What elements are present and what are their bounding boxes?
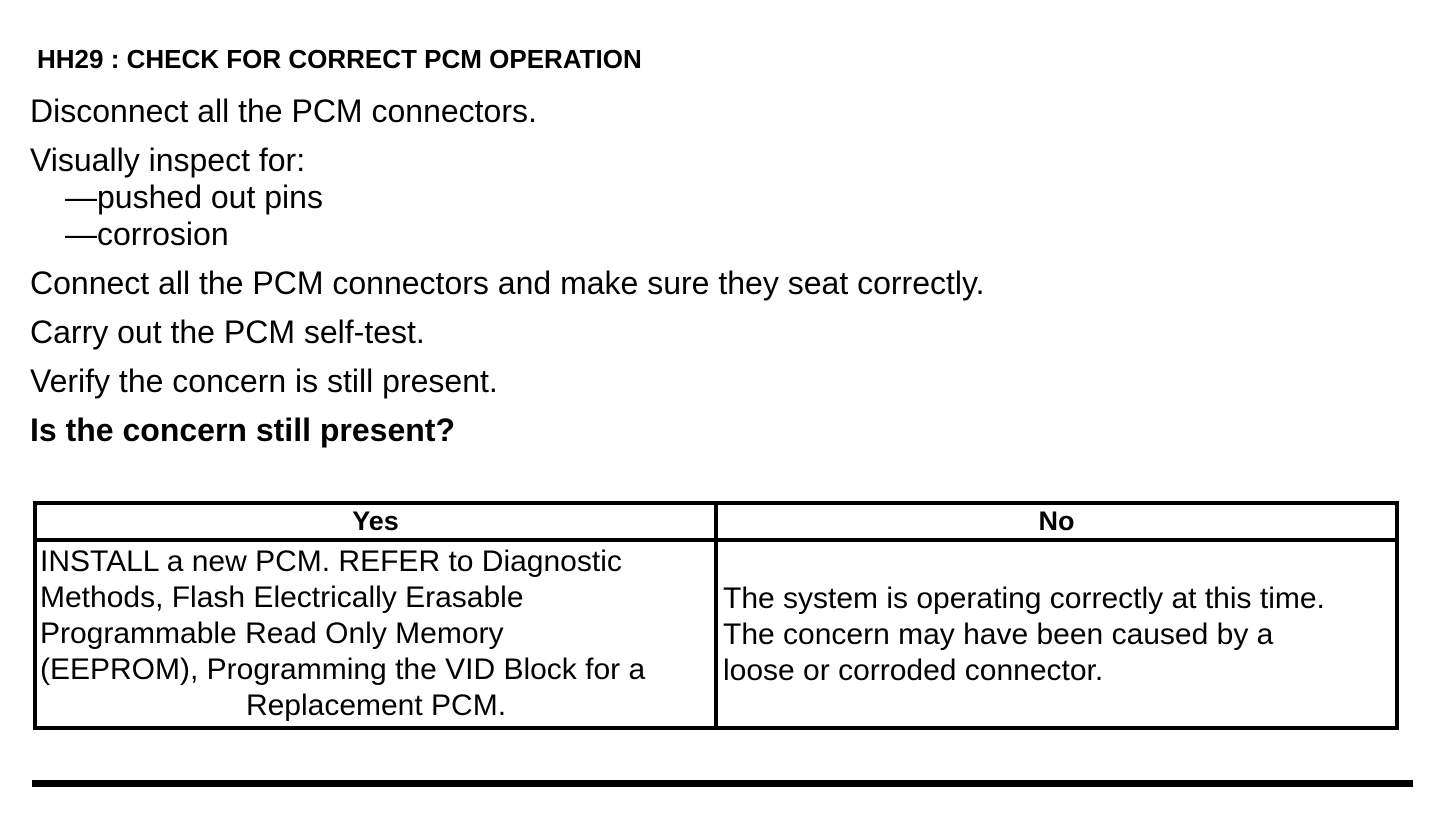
no-action-cell: The system is operating correctly at thi…	[714, 538, 1399, 730]
text-line: INSTALL a new PCM. REFER to Diagnostic	[40, 545, 622, 578]
decision-question: Is the concern still present?	[30, 412, 455, 448]
page-divider-rule	[32, 780, 1413, 787]
text-line: Methods, Flash Electrically Erasable	[40, 581, 524, 614]
table-header-row: Yes No	[33, 501, 1399, 542]
page-title: HH29 : CHECK FOR CORRECT PCM OPERATION	[37, 44, 642, 74]
yes-no-result-table: Yes No INSTALL a new PCM. REFER to Diagn…	[33, 501, 1399, 730]
procedure-step-4: Carry out the PCM self-test.	[30, 314, 425, 350]
inspection-item-list: —pushed out pins—corrosion	[65, 179, 1430, 253]
text-line: —pushed out pins	[65, 179, 323, 215]
procedure-step-3: Connect all the PCM connectors and make …	[30, 265, 985, 301]
text-line: Programmable Read Only Memory	[40, 617, 504, 650]
text-line: loose or corroded connector.	[723, 654, 1104, 687]
text-line: The system is operating correctly at thi…	[723, 582, 1325, 615]
procedure-step-2: Visually inspect for:	[30, 142, 306, 178]
procedure-step-1: Disconnect all the PCM connectors.	[30, 93, 537, 129]
text-line: —corrosion	[65, 216, 229, 252]
procedure-step-5: Verify the concern is still present.	[30, 363, 498, 399]
yes-column-header: Yes	[33, 501, 718, 542]
text-line: (EEPROM), Programming the VID Block for …	[40, 653, 646, 686]
text-line: Replacement PCM.	[245, 689, 507, 722]
text-line: The concern may have been caused by a	[723, 618, 1274, 651]
no-column-header: No	[714, 501, 1399, 542]
